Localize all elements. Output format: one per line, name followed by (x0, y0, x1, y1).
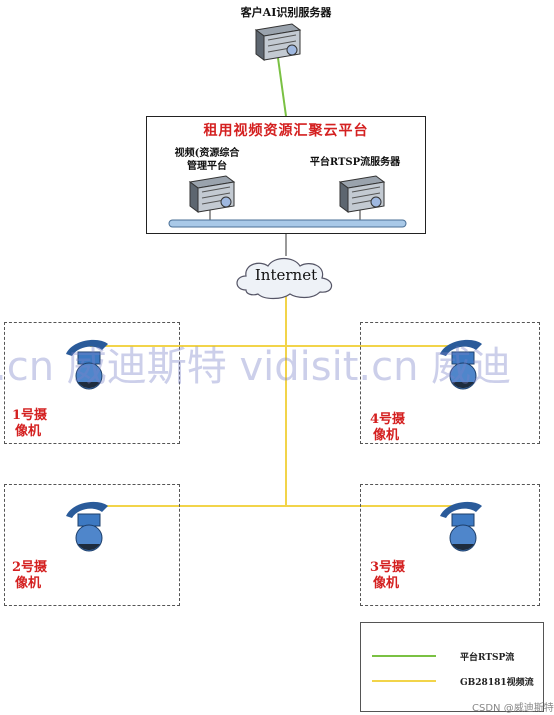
network-bus (168, 219, 407, 228)
dome-camera-icon (440, 501, 482, 552)
camera-label-1: 1号摄 像机 (12, 408, 47, 440)
legend-box (360, 622, 544, 712)
camera-group-4 (360, 322, 540, 444)
rtsp-link-line (277, 57, 287, 117)
legend-rtsp-label: 平台RTSP流 (460, 653, 515, 663)
camera-label-2-line1: 2号摄 (12, 560, 48, 575)
legend-gb-label: GB28181视频流 (460, 678, 534, 688)
mgmt-server-label-line2: 管理平台 (187, 161, 227, 172)
footer-credit: CSDN @威迪斯特 (472, 703, 554, 714)
camera-label-4-line2: 像机 (373, 428, 400, 443)
camera-label-4: 4号摄 像机 (370, 412, 405, 444)
camera-label-4-line1: 4号摄 (370, 412, 406, 427)
client-server-label: 客户AI识别服务器 (240, 6, 332, 19)
platform-box (146, 116, 426, 234)
rtsp-server-label: 平台RTSP流服务器 (309, 157, 401, 168)
camera-label-2: 2号摄 像机 (12, 560, 47, 592)
camera-label-3-line1: 3号摄 (370, 560, 406, 575)
camera-group-1 (4, 322, 180, 444)
server-icon (254, 23, 302, 61)
watermark: .cn 威迪斯特 vidisit.cn 威迪 (0, 344, 512, 390)
mgmt-server-label: 视频(资源综合 管理平台 (162, 147, 252, 173)
camera-label-3-line2: 像机 (373, 576, 400, 591)
camera-label-1-line1: 1号摄 (12, 408, 48, 423)
camera-label-3: 3号摄 像机 (370, 560, 405, 592)
camera-group-3 (360, 484, 540, 606)
platform-title: 租用视频资源汇聚云平台 (203, 123, 369, 139)
cloud-icon (236, 257, 333, 300)
camera-group-2 (4, 484, 180, 606)
dome-camera-icon (66, 339, 108, 390)
dome-camera-icon (66, 501, 108, 552)
camera-label-1-line2: 像机 (15, 424, 42, 439)
camera-label-2-line2: 像机 (15, 576, 42, 591)
mgmt-server-label-line1: 视频(资源综合 (174, 148, 240, 159)
server-icon (338, 175, 386, 213)
dome-camera-icon (440, 339, 482, 390)
server-icon (188, 175, 236, 213)
internet-label: Internet (254, 266, 318, 284)
